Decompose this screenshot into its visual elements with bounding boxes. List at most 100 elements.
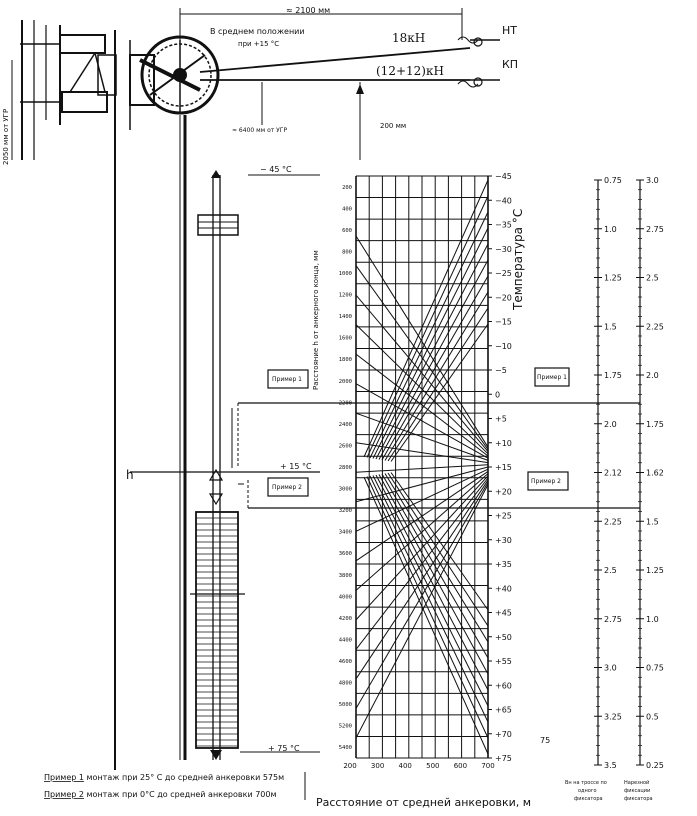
temp-tick-label: 0 <box>495 390 500 399</box>
temp-tick-label: +40 <box>495 584 512 593</box>
temp-axis-label: Температура °С <box>511 209 525 311</box>
scale-tick-label: 2.0 <box>604 420 617 429</box>
scale-tick-label: 2.75 <box>646 225 664 234</box>
scale-tick-label: 2.75 <box>604 615 622 624</box>
scale-tick-label: 2.12 <box>604 469 622 478</box>
fan-line <box>384 291 489 461</box>
fan-line <box>355 383 489 459</box>
scale-tick-label: 3.25 <box>604 712 622 721</box>
fan-line <box>366 476 489 739</box>
dim-6400-label: ≈ 6400 мм от УГР <box>232 127 287 134</box>
example1b-box: Пример 1 <box>537 374 567 381</box>
top-labels: ≈ 2100 мм В среднем положении при +15 °С… <box>2 6 518 165</box>
scale-tick-label: 3.0 <box>646 176 659 185</box>
scale-tick-label: 0.75 <box>604 176 622 185</box>
example2b-box: Пример 2 <box>531 478 561 485</box>
note-2-text: монтаж при 0°С до средней анкеровки 700м <box>84 790 277 799</box>
force-nt-label: 18кН <box>392 31 425 45</box>
label-kp: КП <box>502 58 518 71</box>
scale-tick-label: 1.75 <box>604 371 622 380</box>
temp-tick-label: +65 <box>495 706 512 715</box>
y-tick-label: 1600 <box>339 336 352 342</box>
fan-line <box>381 275 489 461</box>
scale-tick-label: 2.25 <box>604 517 622 526</box>
left-caption-3: фиксатора <box>574 796 603 802</box>
x-tick-label: 200 <box>343 762 356 770</box>
fan-line <box>375 474 489 691</box>
label-nt: НТ <box>502 24 517 37</box>
x-tick-label: 300 <box>371 762 384 770</box>
temp-tick-label: +35 <box>495 560 512 569</box>
y-tick-label: 5400 <box>339 745 352 751</box>
temp-tick-label: +25 <box>495 512 512 521</box>
note-1-text: монтаж при 25° С до средней анкеровки 57… <box>84 773 284 782</box>
scale-captions: Вн на троссе по одного фиксатора Нарезно… <box>565 779 653 802</box>
x-axis-label: Расстояние от средней анкеровки, м <box>316 796 531 809</box>
note-1: Пример 1 монтаж при 25° С до средней анк… <box>44 773 284 782</box>
scale-tick-label: 0.5 <box>646 712 659 721</box>
extra-75: 75 <box>540 736 550 745</box>
mid-position-label: В среднем положении <box>210 27 305 36</box>
y-tick-label: 2000 <box>339 379 352 385</box>
fan-line <box>355 353 489 457</box>
fan-line <box>355 265 489 450</box>
fan-line <box>355 468 489 532</box>
scale-tick-label: 1.62 <box>646 469 664 478</box>
temp-tick-label: +20 <box>495 487 512 496</box>
scale-tick-label: 2.5 <box>646 274 659 283</box>
y-tick-label: 1400 <box>339 314 352 320</box>
right-caption-3: фиксатора <box>624 796 653 802</box>
temp-tick-label: −10 <box>495 342 512 351</box>
fan-line <box>387 307 489 462</box>
y-tick-label: 2400 <box>339 422 352 428</box>
fan-line <box>363 476 489 755</box>
scale-tick-label: 1.25 <box>646 566 664 575</box>
fan-line <box>390 323 489 462</box>
scale-tick-label: 1.0 <box>604 225 617 234</box>
temp-tick-label: +30 <box>495 536 512 545</box>
y-tick-label: 800 <box>342 249 352 255</box>
mid-temp-label: при +15 °С <box>238 40 279 48</box>
fan-line <box>369 211 489 459</box>
temp-tick-label: −35 <box>495 221 512 230</box>
right-scales: 0.75 1.0 1.25 1.5 1.75 2.0 2.12 2.25 2.5 2.75 3.0 3… <box>594 176 664 770</box>
fan-line <box>372 475 489 707</box>
left-caption-2: одного <box>578 788 597 794</box>
x-tick-label: 500 <box>426 762 439 770</box>
temp-tick-label: +55 <box>495 657 512 666</box>
right-caption-1: Нарезной <box>624 779 649 786</box>
fan-line <box>369 475 489 723</box>
temp-tick-label: −20 <box>495 293 512 302</box>
left-caption-1: Вн на троссе по <box>565 780 607 786</box>
scale-tick-label: 1.5 <box>646 517 659 526</box>
y-tick-label: 1000 <box>339 271 352 277</box>
h-label: h <box>126 468 134 482</box>
y-tick-label: 5200 <box>339 724 352 730</box>
fan-line <box>381 473 489 659</box>
temp-tick-label: +70 <box>495 730 512 739</box>
note-1-lead: Пример 1 <box>44 773 84 782</box>
bottom-notes: Пример 1 монтаж при 25° С до средней анк… <box>44 772 306 800</box>
scale-tick-label: 0.25 <box>646 761 664 770</box>
temp-tick-label: +15 <box>495 463 512 472</box>
temp-tick-label: −25 <box>495 269 512 278</box>
fan-line <box>355 235 489 448</box>
y-tick-label: 4400 <box>339 637 352 643</box>
fan-line <box>390 472 489 611</box>
weight-assembly <box>130 170 640 760</box>
temp-tick-label: −30 <box>495 245 512 254</box>
y-tick-label: 4200 <box>339 616 352 622</box>
fan-line <box>384 473 489 643</box>
y-tick-label: 1200 <box>339 293 352 299</box>
fan-line <box>355 475 489 621</box>
y-tick-label: 3000 <box>339 487 352 493</box>
y-tick-label: 3800 <box>339 573 352 579</box>
grid-ticks: 2004006008001000120014001600180020002200… <box>339 172 512 770</box>
x-tick-label: 700 <box>481 762 494 770</box>
y-tick-label: 2600 <box>339 443 352 449</box>
fan-line <box>378 474 489 675</box>
example1-box: Пример 1 <box>272 376 302 383</box>
fan-line <box>355 473 489 591</box>
scale-tick-label: 2.25 <box>646 322 664 331</box>
